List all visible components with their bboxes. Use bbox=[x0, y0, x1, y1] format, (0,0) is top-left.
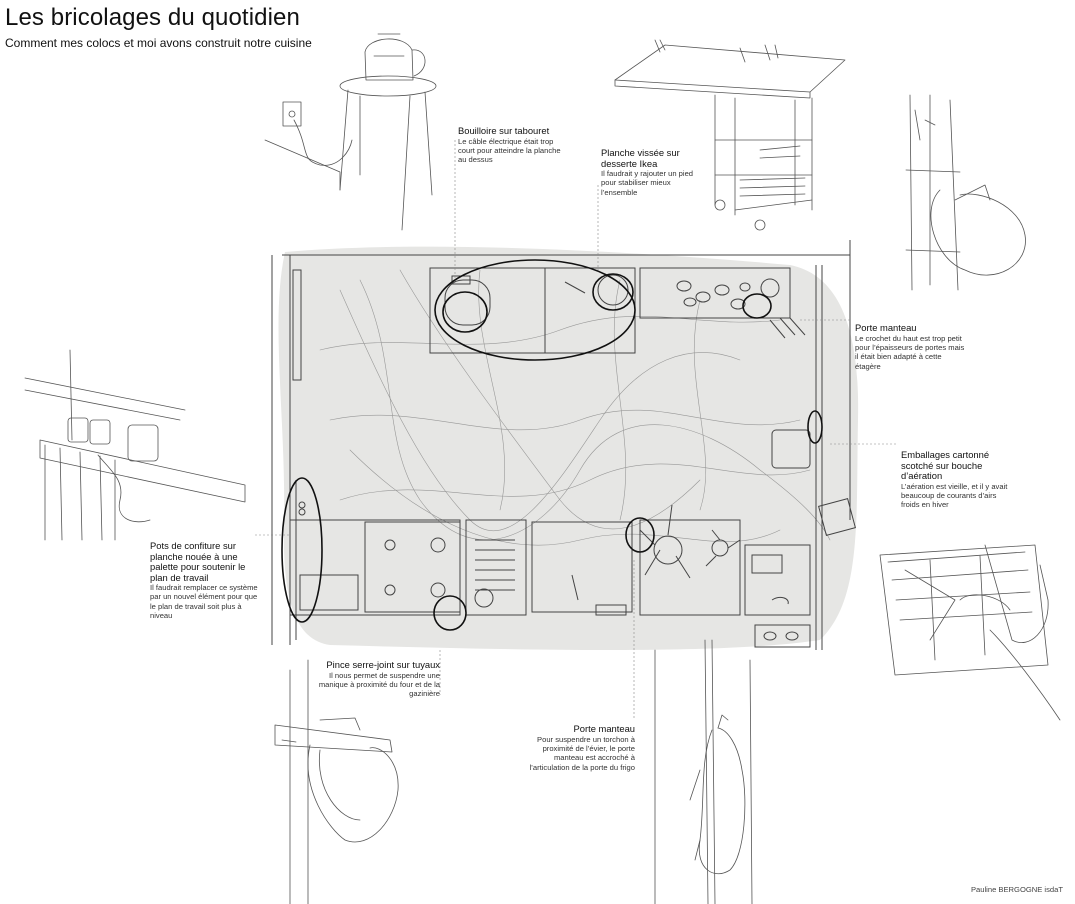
annotation-text: L’aération est vieille, et il y avait be… bbox=[901, 481, 1008, 510]
annotation-text: Le crochet du haut est trop petit pour l… bbox=[855, 333, 965, 371]
sketch-shelf-coat-hook bbox=[905, 94, 1026, 291]
sketch-fridge-towel bbox=[654, 639, 753, 904]
annotation-emballages: Emballages cartonné scotché sur bouche d… bbox=[901, 449, 1013, 510]
annotation-text: Pour suspendre un torchon à proximité de… bbox=[529, 734, 635, 772]
page-title: Les bricolages du quotidien bbox=[5, 4, 300, 31]
annotation-porte-manteau-haut: Porte manteau Le crochet du haut est tro… bbox=[855, 322, 965, 371]
annotation-title: Planche vissée sur desserte Ikea bbox=[601, 147, 680, 169]
page-subtitle: Comment mes colocs et moi avons construi… bbox=[5, 36, 312, 50]
annotation-text: Il nous permet de suspendre une manique … bbox=[318, 670, 440, 699]
sketch-ikea-trolley bbox=[614, 39, 846, 231]
annotation-bouilloire: Bouilloire sur tabouret Le câble électri… bbox=[458, 125, 568, 165]
plan-shadow bbox=[278, 246, 859, 650]
highlight-circles bbox=[281, 259, 823, 631]
annotation-text: Le câble électrique était trop court pou… bbox=[458, 136, 561, 165]
sketch-jam-pots-shelf bbox=[24, 349, 246, 541]
sketch-pipe-clamp bbox=[274, 659, 399, 904]
leader-lines bbox=[255, 140, 897, 720]
annotation-title: Porte manteau bbox=[855, 322, 917, 333]
annotation-title: Pots de confiture sur planche nouée à un… bbox=[150, 540, 246, 583]
annotation-planche: Planche vissée sur desserte Ikea Il faud… bbox=[601, 147, 701, 197]
annotation-text: Il faudrait y rajouter un pied pour stab… bbox=[601, 169, 694, 197]
annotation-title: Bouilloire sur tabouret bbox=[458, 125, 550, 136]
annotation-pots: Pots de confiture sur planche nouée à un… bbox=[150, 540, 260, 621]
annotation-pince: Pince serre-joint sur tuyaux Il nous per… bbox=[312, 659, 440, 699]
annotation-porte-manteau-bas: Porte manteau Pour suspendre un torchon … bbox=[512, 723, 636, 772]
annotation-title: Emballages cartonné scotché sur bouche d… bbox=[901, 449, 990, 481]
annotation-text: Il faudrait remplacer ce système par un … bbox=[150, 583, 258, 621]
kitchen-floorplan bbox=[271, 240, 856, 650]
movement-scribbles bbox=[319, 269, 831, 546]
sketch-kettle-stool bbox=[264, 33, 437, 231]
author-credit: Pauline BERGOGNE isdaT bbox=[970, 885, 1063, 894]
sketch-air-vent-cardboard bbox=[879, 544, 1061, 721]
annotation-title: Porte manteau bbox=[573, 723, 636, 734]
annotation-title: Pince serre-joint sur tuyaux bbox=[326, 659, 440, 670]
